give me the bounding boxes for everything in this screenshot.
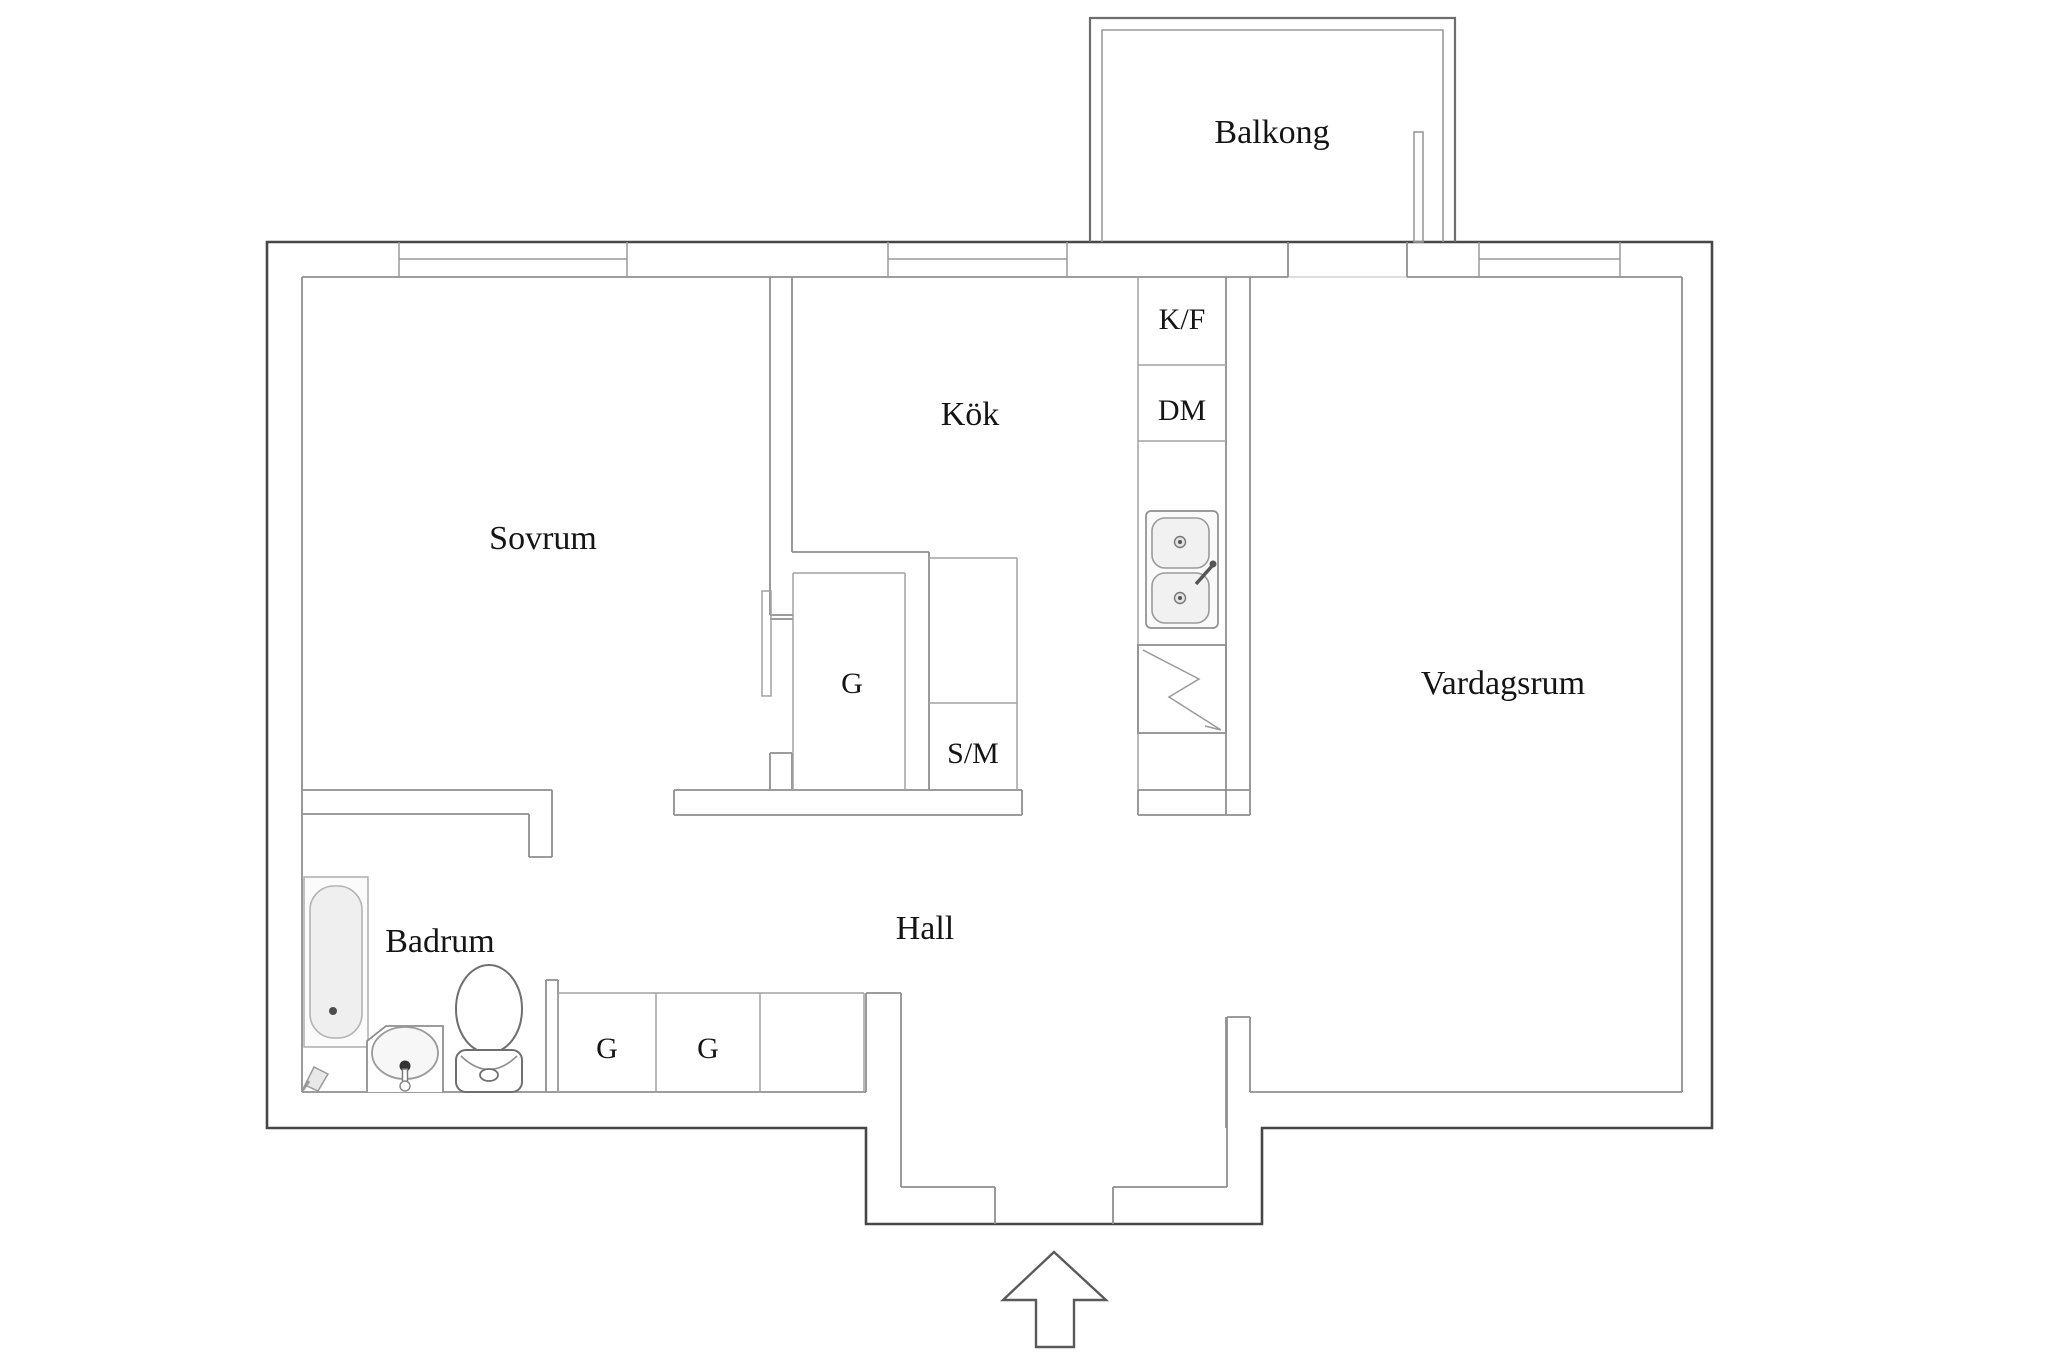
label-fridge-freezer: K/F [1159,303,1206,336]
label-wardrobe-walkin: G [841,667,863,700]
room-label-kok: Kök [941,396,1000,433]
top-wall [302,242,1682,278]
washbasin [366,1025,444,1092]
label-dishwasher: DM [1158,394,1206,427]
kitchen-cabinets [1137,277,1227,790]
inner-walls [301,277,1683,1224]
label-wardrobe-hall-2: G [697,1032,719,1065]
cleaning-cabinet-box [929,557,1018,790]
bathtub [303,876,369,1048]
label-cleaning-cabinet: S/M [947,737,999,770]
walkin-wardrobe-box [761,572,906,790]
hall-top-wall [673,789,1250,816]
label-wardrobe-hall-1: G [596,1032,618,1065]
room-label-vardagsrum: Vardagsrum [1421,665,1585,702]
exterior-outline [265,240,1714,1226]
shower-head-icon [300,1065,330,1092]
room-label-balkong: Balkong [1214,114,1329,151]
balcony-walls [1088,16,1457,243]
door-leaf [761,590,772,697]
hall-wardrobes [557,992,865,1092]
kitchen-sink [1145,510,1219,629]
room-label-hall: Hall [896,910,955,947]
room-label-sovrum: Sovrum [489,520,597,557]
balcony-door-leaf [1413,131,1424,243]
bedroom-kitchen-wall [769,277,930,790]
stove-symbol [1142,649,1222,731]
toilet [455,964,523,1093]
room-label-badrum: Badrum [385,923,495,960]
kitchen-livingroom-wall [1225,277,1251,815]
stove [1137,644,1227,734]
entrance-arrow-icon [999,1250,1110,1349]
